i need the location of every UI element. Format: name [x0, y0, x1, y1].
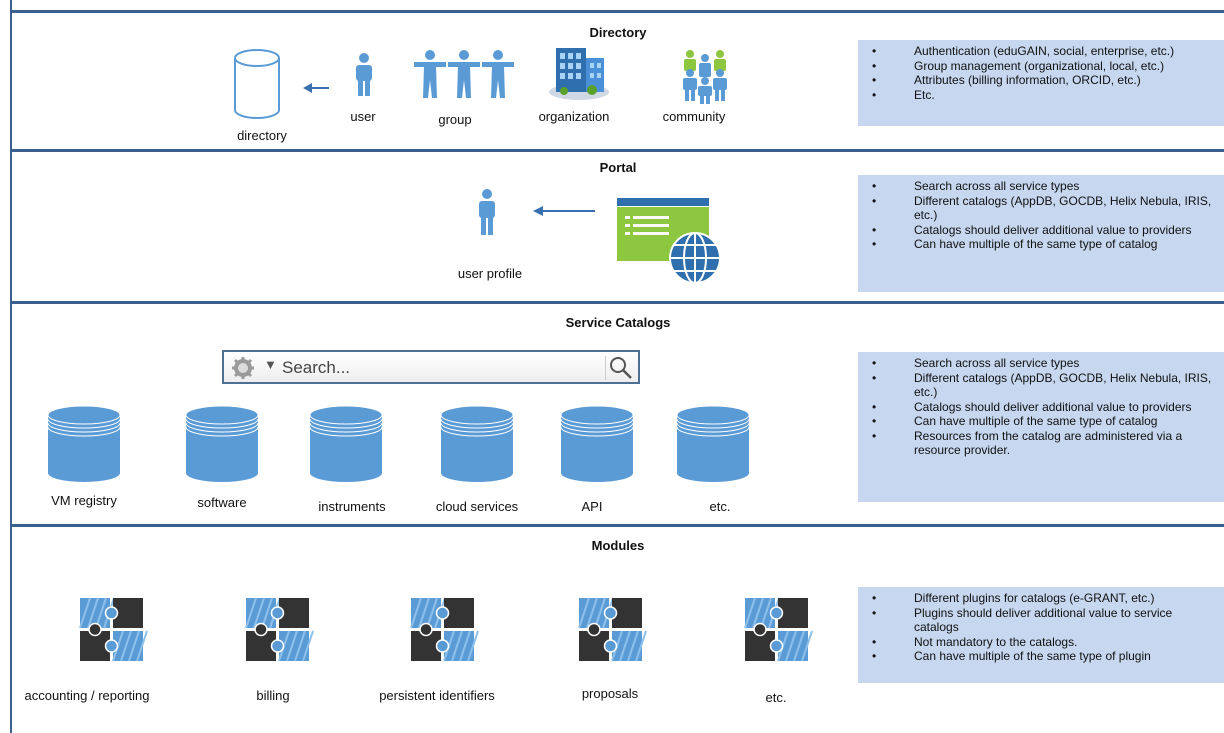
search-input[interactable]: Search... — [282, 358, 351, 377]
catalog-label: API — [581, 499, 603, 514]
note-item: Different catalogs (AppDB, GOCDB, Helix … — [858, 371, 1218, 400]
puzzle-icon — [79, 597, 148, 662]
module-label: proposals — [581, 686, 639, 701]
database-icon — [185, 405, 259, 482]
arrow-left-icon — [303, 83, 329, 93]
label-user: user — [350, 109, 376, 124]
divider-top — [10, 10, 1224, 13]
search-icon[interactable] — [608, 355, 634, 381]
module-label: persistent identifiers — [379, 688, 495, 703]
divider-modules — [10, 524, 1224, 527]
database-icon — [440, 405, 514, 482]
puzzle-icon — [410, 597, 479, 662]
user-profile-icon — [479, 189, 495, 235]
database-icon — [560, 405, 634, 482]
section-title-modules: Modules — [591, 538, 645, 553]
directory-notes: Authentication (eduGAIN, social, enterpr… — [858, 40, 1224, 126]
group-icon — [414, 50, 514, 98]
catalog-label: etc. — [709, 499, 731, 514]
catalog-label: instruments — [318, 499, 386, 514]
database-icon — [234, 49, 280, 119]
module-label: etc. — [765, 690, 787, 705]
note-item: Resources from the catalog are administe… — [858, 429, 1218, 458]
module-puzzles — [79, 597, 813, 662]
note-item: Group management (organizational, local,… — [858, 59, 1218, 74]
note-item: Search across all service types — [858, 356, 1218, 371]
label-directory: directory — [237, 128, 287, 143]
note-item: Can have multiple of the same type of ca… — [858, 414, 1218, 429]
label-group: group — [438, 112, 472, 127]
divider-portal — [10, 149, 1224, 152]
label-user-profile: user profile — [457, 266, 523, 281]
module-label: accounting / reporting — [24, 688, 150, 703]
note-item: Search across all service types — [858, 179, 1218, 194]
section-title-portal: Portal — [599, 160, 637, 175]
search-bar[interactable]: ▼ Search... — [222, 350, 640, 384]
note-item: Plugins should deliver additional value … — [858, 606, 1218, 635]
portal-notes: Search across all service types Differen… — [858, 175, 1224, 292]
community-icon — [683, 50, 727, 104]
catalog-label: VM registry — [51, 493, 117, 508]
catalog-label: software — [197, 495, 247, 510]
search-separator — [605, 356, 606, 380]
database-icon — [47, 405, 121, 482]
note-item: Can have multiple of the same type of pl… — [858, 649, 1218, 664]
gear-icon[interactable] — [230, 357, 256, 379]
catalog-web-icon — [617, 198, 721, 284]
note-item: Catalogs should deliver additional value… — [858, 223, 1218, 238]
note-item: Not mandatory to the catalogs. — [858, 635, 1218, 650]
frame-left-border — [10, 0, 12, 733]
note-item: Different plugins for catalogs (e-GRANT,… — [858, 591, 1218, 606]
note-item: Catalogs should deliver additional value… — [858, 400, 1218, 415]
divider-catalogs — [10, 301, 1224, 304]
note-item: Can have multiple of the same type of ca… — [858, 237, 1218, 252]
catalog-label: cloud services — [435, 499, 519, 514]
puzzle-icon — [245, 597, 314, 662]
dropdown-arrow-icon[interactable]: ▼ — [264, 357, 277, 372]
organization-icon — [549, 48, 609, 100]
note-item: Attributes (billing information, ORCID, … — [858, 73, 1218, 88]
modules-notes: Different plugins for catalogs (e-GRANT,… — [858, 587, 1224, 683]
catalog-databases — [47, 405, 750, 482]
section-title-directory: Directory — [589, 25, 647, 40]
module-label: billing — [256, 688, 290, 703]
section-title-service-catalogs: Service Catalogs — [565, 315, 671, 330]
puzzle-icon — [744, 597, 813, 662]
label-community: community — [662, 109, 726, 124]
database-icon — [676, 405, 750, 482]
puzzle-icon — [578, 597, 647, 662]
label-organization: organization — [538, 109, 610, 124]
arrow-left-icon — [533, 206, 595, 216]
catalogs-notes: Search across all service types Differen… — [858, 352, 1224, 502]
user-icon — [356, 53, 372, 96]
note-item: Authentication (eduGAIN, social, enterpr… — [858, 44, 1218, 59]
note-item: Etc. — [858, 88, 1218, 103]
database-icon — [309, 405, 383, 482]
note-item: Different catalogs (AppDB, GOCDB, Helix … — [858, 194, 1218, 223]
